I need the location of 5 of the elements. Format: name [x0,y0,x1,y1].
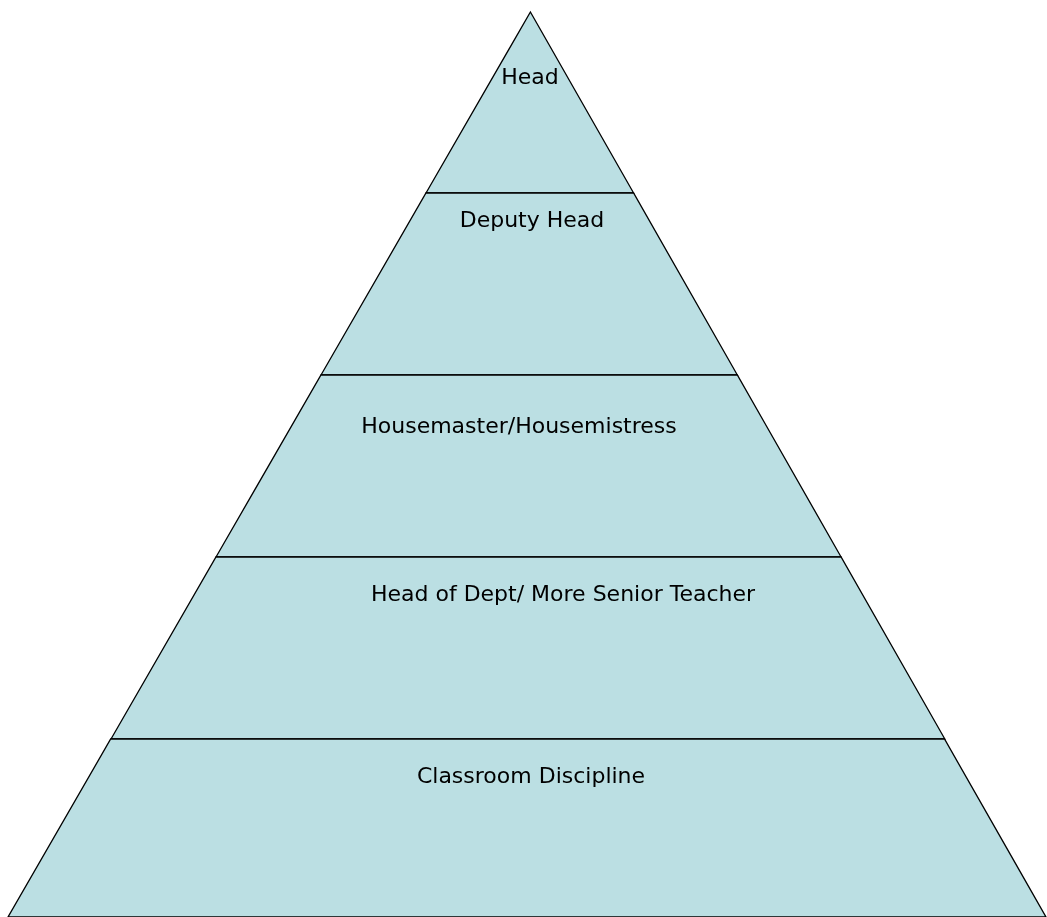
tier-label: Classroom Discipline [416,763,646,788]
tier-label: Housemaster/Housemistress [361,413,677,438]
tier-label: Head [501,64,559,89]
tier-label: Head of Dept/ More Senior Teacher [370,581,756,606]
tier-label: Deputy Head [459,207,605,232]
